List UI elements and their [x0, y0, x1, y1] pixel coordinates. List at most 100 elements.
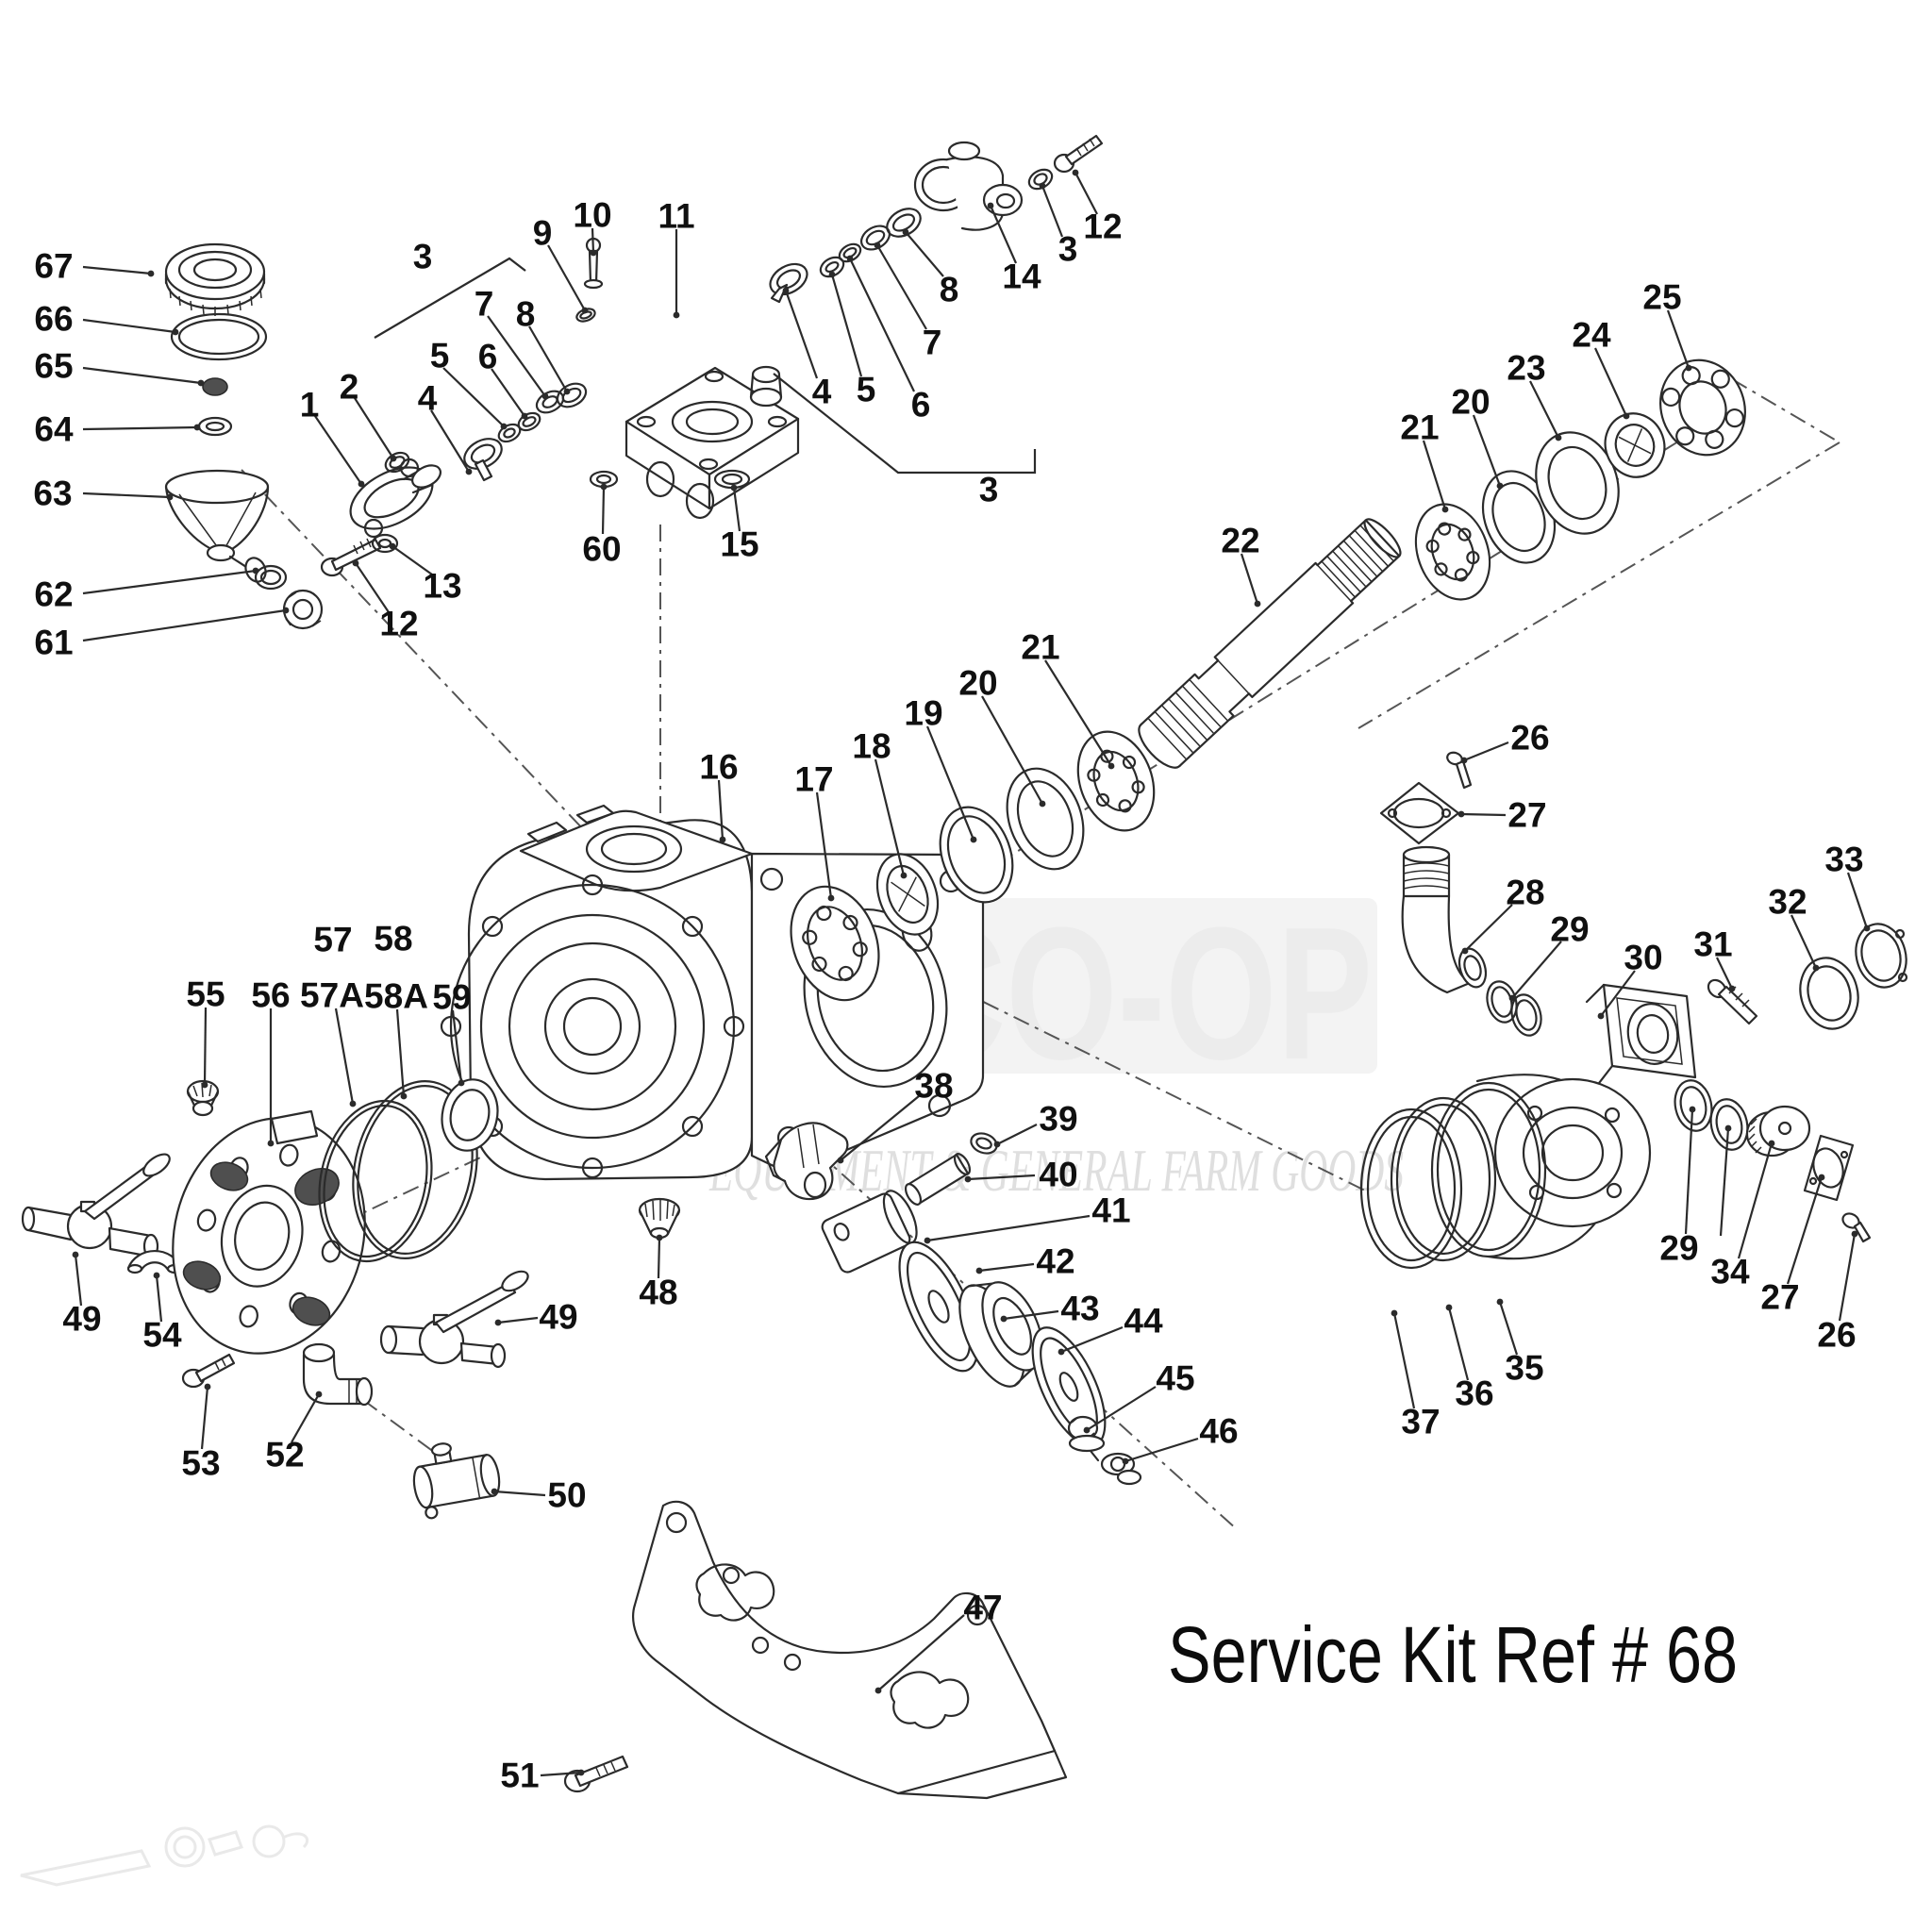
leader-dot — [491, 1488, 498, 1495]
part-label-49: 49 — [539, 1298, 577, 1337]
part-label-20: 20 — [958, 664, 997, 703]
part-label-65: 65 — [34, 347, 73, 386]
leader-line-5 — [830, 274, 863, 377]
part-label-28: 28 — [1506, 874, 1544, 912]
leader-line-21 — [1422, 440, 1447, 510]
shaft-sketch — [1138, 358, 1746, 769]
part-label-58: 58 — [374, 920, 412, 958]
part-label-16: 16 — [699, 748, 738, 787]
leader-line-55 — [203, 1007, 208, 1086]
leader-line-20 — [1472, 414, 1502, 487]
part-label-57: 57 — [313, 921, 352, 959]
leader-line-63 — [82, 491, 171, 499]
leader-line-49 — [497, 1316, 539, 1324]
inlet-fitting-sketch — [349, 382, 588, 539]
leader-dot — [166, 493, 174, 501]
leader-line-3 — [374, 257, 526, 339]
leader-dot — [1072, 169, 1079, 176]
part-label-21: 21 — [1021, 628, 1059, 667]
leader-dot — [828, 271, 836, 278]
part-label-4: 4 — [418, 379, 438, 418]
leader-line-17 — [815, 791, 833, 899]
leader-dot — [252, 567, 259, 575]
leader-line-13 — [391, 545, 433, 575]
leader-dot — [993, 1141, 1001, 1148]
leader-dot — [204, 1383, 211, 1391]
part-label-44: 44 — [1124, 1302, 1163, 1341]
leader-dot — [315, 1391, 323, 1398]
leader-dot — [1445, 1304, 1453, 1311]
leader-dot — [1597, 1012, 1605, 1020]
part-label-55: 55 — [186, 975, 225, 1014]
leader-line-31 — [1716, 957, 1733, 990]
part-label-6: 6 — [911, 386, 931, 425]
leader-dot — [1623, 412, 1630, 420]
leader-dot — [656, 1234, 663, 1241]
leader-line-42 — [978, 1262, 1035, 1273]
part-label-23: 23 — [1507, 349, 1545, 388]
part-label-47: 47 — [963, 1589, 1002, 1627]
leader-line-50 — [493, 1490, 546, 1497]
leader-line-62 — [82, 569, 257, 595]
leader-dot — [563, 388, 571, 395]
diaphragm-plate-sketch — [172, 1078, 499, 1355]
leader-dot — [1391, 1309, 1398, 1317]
leader-lines — [72, 169, 1871, 1777]
leader-line-38 — [840, 1095, 920, 1161]
part-label-7: 7 — [475, 285, 494, 324]
leader-dot — [1461, 947, 1469, 955]
leader-line-30 — [1600, 970, 1636, 1017]
leader-line-46 — [1124, 1437, 1199, 1463]
part-label-2: 2 — [340, 368, 359, 407]
part-label-8: 8 — [940, 271, 959, 309]
leader-line-4 — [430, 409, 470, 473]
leader-dot — [400, 1092, 408, 1100]
leader-line-12 — [1074, 172, 1098, 215]
part-label-30: 30 — [1624, 939, 1662, 977]
construction-line — [241, 469, 605, 852]
leader-line-37 — [1392, 1312, 1416, 1409]
part-label-36: 36 — [1455, 1374, 1493, 1413]
leader-dot — [458, 1079, 465, 1087]
discharge-valve-sketch — [769, 134, 1104, 304]
part-label-39: 39 — [1039, 1100, 1077, 1139]
part-label-42: 42 — [1036, 1242, 1074, 1281]
part-label-57A: 57A — [300, 976, 364, 1015]
leader-line-5 — [442, 367, 505, 427]
leader-line-40 — [967, 1174, 1036, 1181]
leader-dot — [874, 242, 881, 249]
part-label-11: 11 — [658, 197, 694, 236]
part-label-10: 10 — [573, 196, 611, 235]
leader-line-51 — [540, 1771, 582, 1777]
strainer-cap-sketch — [164, 242, 399, 630]
part-label-5: 5 — [430, 337, 450, 375]
part-label-43: 43 — [1060, 1290, 1099, 1328]
leader-line-43 — [1003, 1309, 1059, 1321]
leader-line-54 — [155, 1274, 163, 1323]
part-label-21: 21 — [1400, 408, 1439, 447]
leader-dot — [827, 894, 835, 902]
leader-dot — [1083, 1426, 1091, 1434]
leader-line-14 — [989, 205, 1018, 264]
service-kit-note: Service Kit Ref # 68 — [1168, 1610, 1738, 1699]
leader-line-53 — [200, 1386, 209, 1450]
part-label-56: 56 — [251, 976, 290, 1015]
leader-line-47 — [877, 1614, 965, 1691]
leader-dot — [1508, 994, 1516, 1002]
part-label-32: 32 — [1768, 883, 1807, 922]
part-label-61: 61 — [34, 624, 73, 662]
leader-line-8 — [528, 325, 568, 392]
part-label-26: 26 — [1817, 1316, 1856, 1355]
leader-line-28 — [1464, 904, 1513, 952]
leader-dot — [390, 455, 397, 462]
leader-line-27 — [1786, 1176, 1824, 1285]
leader-line-45 — [1086, 1386, 1157, 1431]
leader-line-22 — [1240, 553, 1259, 605]
leader-line-44 — [1060, 1325, 1124, 1354]
leader-dot — [1812, 964, 1820, 972]
leader-dot — [267, 1140, 275, 1147]
leader-line-23 — [1529, 380, 1559, 439]
